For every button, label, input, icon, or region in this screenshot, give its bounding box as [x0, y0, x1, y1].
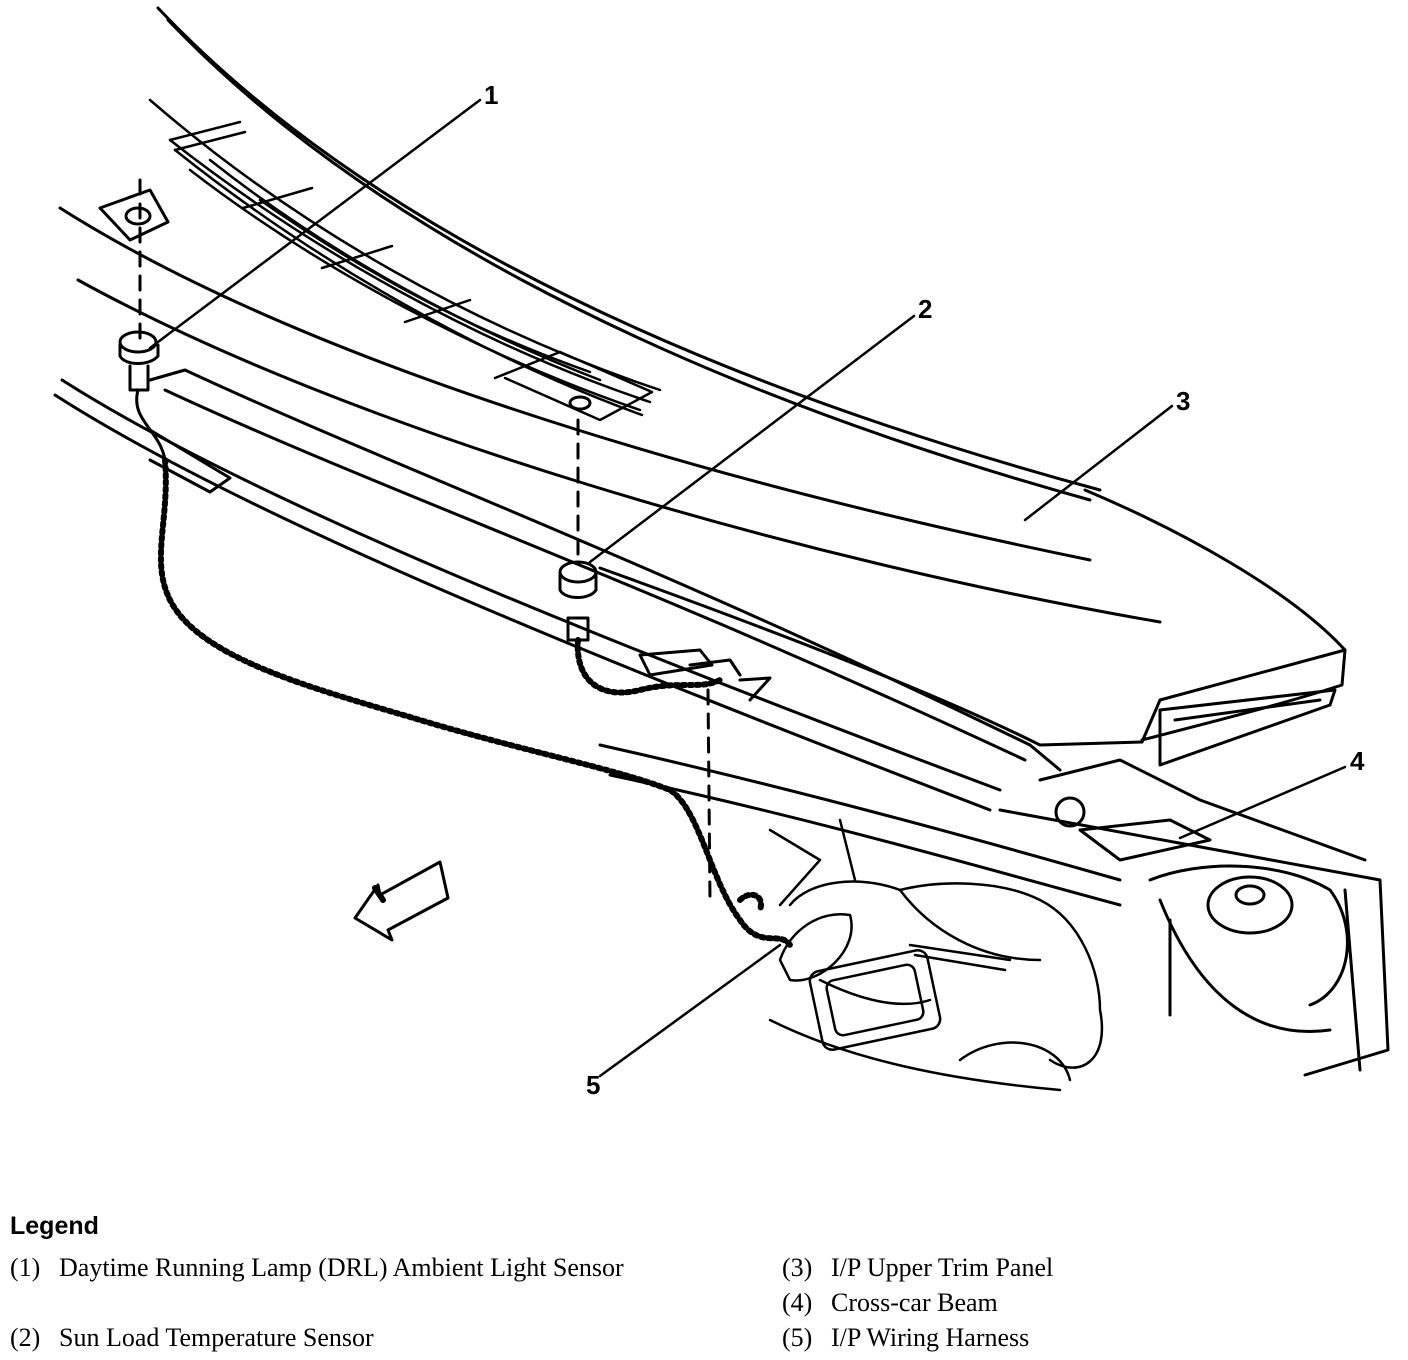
callout-2: 2	[918, 294, 932, 324]
ip-wiring-harness	[157, 457, 793, 948]
windshield-edge	[156, 6, 1102, 502]
legend-text: I/P Upper Trim Panel	[831, 1253, 1054, 1282]
defroster-grille	[148, 98, 662, 422]
hand-and-connector	[768, 818, 1104, 1092]
exploded-view-illustration: 1 2 3 4 5	[53, 6, 1390, 1100]
callout-4: 4	[1350, 746, 1365, 776]
legend-item-4: (4) Cross-car Beam	[782, 1285, 1382, 1320]
legend-number: (4)	[782, 1288, 813, 1317]
ip-upper-trim-panel	[58, 206, 1347, 767]
callout-1: 1	[484, 80, 498, 110]
legend-number: (5)	[782, 1323, 813, 1352]
legend: Legend (1) Daytime Running Lamp (DRL) Am…	[10, 1212, 1400, 1357]
legend-item-3: (3) I/P Upper Trim Panel	[782, 1250, 1382, 1285]
legend-text: Cross-car Beam	[831, 1288, 998, 1317]
legend-number: (2)	[10, 1323, 41, 1352]
legend-text: Sun Load Temperature Sensor	[59, 1323, 374, 1352]
legend-text: I/P Wiring Harness	[831, 1323, 1030, 1352]
legend-item-5: (5) I/P Wiring Harness	[782, 1320, 1382, 1355]
sun-load-temperature-sensor	[558, 395, 772, 902]
callout-3: 3	[1176, 386, 1190, 416]
legend-item-1: (1) Daytime Running Lamp (DRL) Ambient L…	[10, 1250, 710, 1322]
cross-car-beam	[998, 758, 1390, 1077]
legend-number: (3)	[782, 1253, 813, 1282]
callout-leaders	[148, 98, 1347, 1078]
forward-direction-arrow	[353, 860, 450, 942]
legend-item-2: (2) Sun Load Temperature Sensor	[10, 1320, 710, 1355]
legend-title: Legend	[10, 1212, 99, 1240]
legend-text: Daytime Running Lamp (DRL) Ambient Light…	[59, 1253, 624, 1282]
callout-5: 5	[586, 1070, 600, 1100]
legend-number: (1)	[10, 1253, 41, 1282]
